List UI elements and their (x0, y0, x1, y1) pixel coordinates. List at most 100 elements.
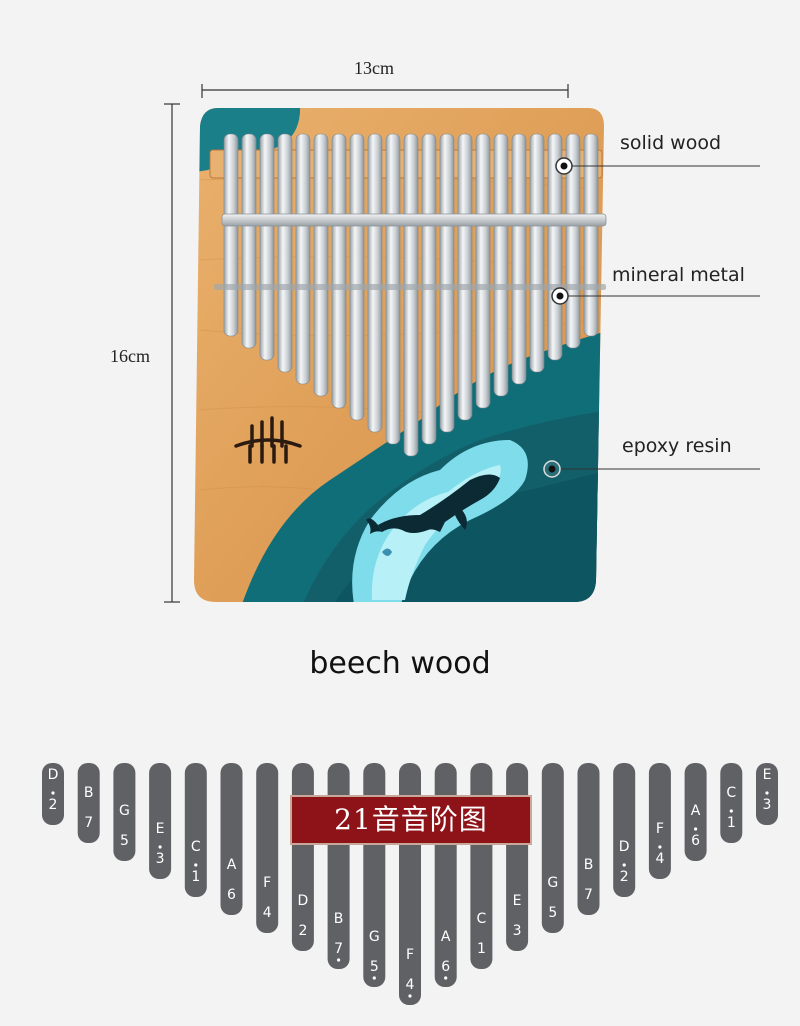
octave-down-dot (408, 994, 412, 998)
tine-note-number: 7 (84, 815, 93, 831)
tine-note-number: 1 (477, 941, 486, 957)
tine-note-letter: A (691, 803, 701, 819)
metal-tine (529, 133, 545, 373)
height-dimension-label: 16cm (110, 346, 150, 366)
tine-note-letter: A (441, 929, 451, 945)
tine-key: F4 (648, 763, 671, 879)
tine-key: C1 (470, 763, 493, 969)
tine-note-letter: F (656, 821, 664, 837)
tine-key-bar (720, 763, 743, 843)
tine-key-bar (220, 763, 243, 915)
tine-key: C1 (184, 763, 207, 897)
metal-tine (439, 133, 455, 433)
tine-note-number: 5 (370, 959, 379, 975)
tine-note-letter: C (191, 839, 201, 855)
tine-key: B7 (77, 763, 100, 843)
octave-up-dot (765, 791, 769, 795)
tine-key: A6 (684, 763, 707, 861)
metal-tine (565, 133, 581, 349)
tine-note-letter: A (227, 857, 237, 873)
tine-key: E3 (149, 763, 172, 879)
tine-key-bar (541, 763, 564, 933)
tine-key-bar (149, 763, 172, 879)
tine-note-number: 2 (298, 923, 307, 939)
tine-note-number: 6 (691, 833, 700, 849)
callout-mineral-metal: mineral metal (612, 264, 745, 286)
tine-note-letter: D (619, 839, 630, 855)
tine-key-bar (327, 763, 350, 969)
octave-up-dot (658, 845, 662, 849)
callout-pointer-mineral-metal (551, 287, 760, 305)
metal-tine (313, 133, 329, 397)
octave-up-dot (622, 863, 626, 867)
tine-key: E3 (756, 763, 778, 825)
callout-epoxy-resin: epoxy resin (622, 435, 732, 457)
tine-note-letter: G (369, 929, 380, 945)
whale-silhouette-icon (366, 474, 500, 534)
tine-note-number: 5 (548, 905, 557, 921)
tine-note-number: 6 (441, 959, 450, 975)
callout-solid-wood: solid wood (620, 132, 722, 154)
metal-tine (241, 133, 257, 349)
width-dimension-label: 13cm (354, 58, 394, 78)
small-fish-icon (382, 548, 392, 556)
tine-note-number: 5 (120, 833, 129, 849)
tine-note-letter: B (334, 911, 344, 927)
metal-pressure-bar (221, 213, 607, 227)
tine-note-number: 4 (655, 851, 664, 867)
tine-note-number: 4 (406, 977, 415, 993)
metal-tine (457, 133, 473, 421)
callout-pointer-epoxy-resin (543, 460, 760, 478)
metal-tine (349, 133, 365, 421)
tine-note-number: 7 (584, 887, 593, 903)
tine-note-letter: D (298, 893, 309, 909)
scale-chart-title-banner: 21音音阶图 (290, 795, 532, 845)
tine-key: B7 (577, 763, 600, 915)
width-dimension-line (201, 84, 569, 98)
tine-note-number: 7 (334, 941, 343, 957)
tine-key: E3 (506, 763, 529, 951)
octave-down-dot (444, 976, 448, 980)
octave-down-dot (337, 958, 341, 962)
tine-key-bar (470, 763, 493, 969)
tine-note-letter: E (513, 893, 522, 909)
tine-note-letter: E (763, 767, 772, 783)
tine-note-number: 6 (227, 887, 236, 903)
tine-key: A6 (220, 763, 243, 915)
octave-up-dot (51, 791, 55, 795)
octave-up-dot (694, 827, 698, 831)
tine-note-letter: F (406, 947, 414, 963)
tine-key: C1 (720, 763, 743, 843)
tine-key-bar (648, 763, 671, 879)
tine-key: D2 (42, 763, 64, 825)
tine-key: D2 (291, 763, 314, 951)
tine-key-bar (77, 763, 100, 843)
tine-note-letter: C (726, 785, 736, 801)
comb-logo-icon (234, 416, 302, 464)
tine-note-letter: B (84, 785, 94, 801)
octave-up-dot (194, 863, 198, 867)
tine-key-bar (113, 763, 136, 861)
tine-note-letter: B (584, 857, 594, 873)
height-dimension-line (164, 103, 180, 603)
tine-note-letter: E (156, 821, 165, 837)
tine-note-number: 2 (49, 797, 58, 813)
tine-note-letter: F (263, 875, 271, 891)
metal-tine (493, 133, 509, 397)
callout-pointer-solid-wood (555, 157, 760, 175)
tine-key: D2 (613, 763, 636, 897)
tine-note-number: 1 (191, 869, 200, 885)
tine-key: F4 (256, 763, 279, 933)
metal-tine (367, 133, 383, 433)
tine-note-letter: G (119, 803, 130, 819)
octave-up-dot (158, 845, 162, 849)
metal-tine (331, 133, 347, 409)
tine-note-number: 4 (263, 905, 272, 921)
metal-tine (259, 133, 275, 361)
tine-key-bar (577, 763, 600, 915)
tine-note-letter: C (477, 911, 487, 927)
tine-key: G5 (113, 763, 136, 861)
tine-note-number: 2 (620, 869, 629, 885)
tine-key: B7 (327, 763, 350, 969)
metal-tine (475, 133, 491, 409)
